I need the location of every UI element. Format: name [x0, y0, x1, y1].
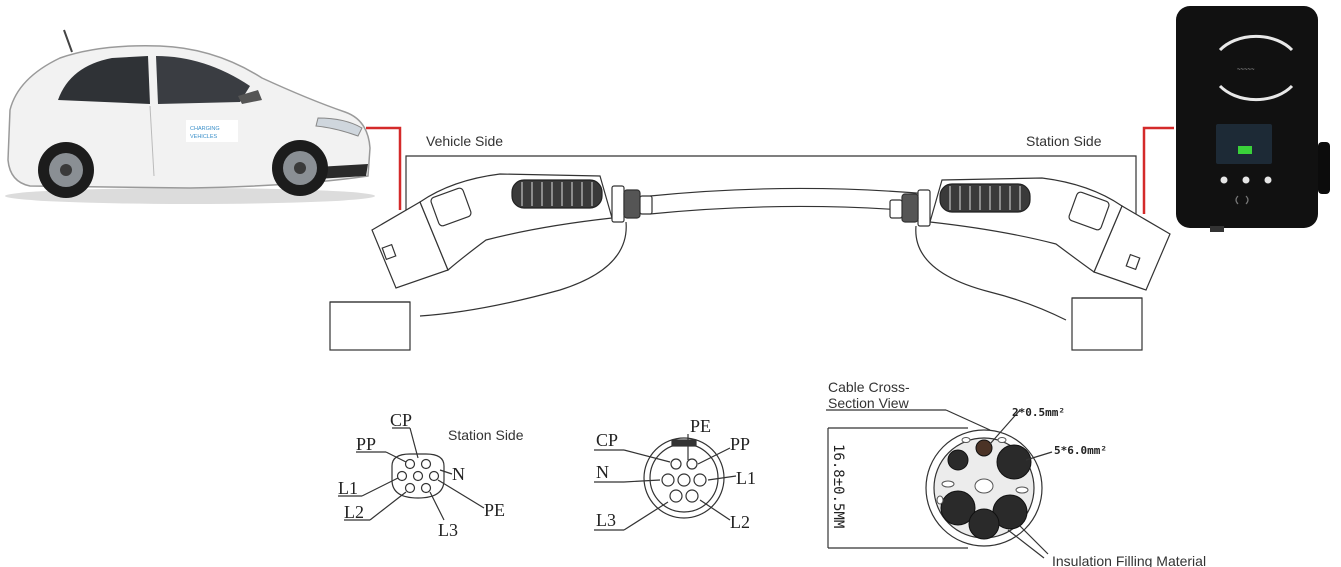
- station-side-pin-diagram: CP PP N L1 PE L2 L3 Station Side: [338, 410, 524, 540]
- station-pin-l3: L3: [438, 520, 458, 540]
- station-side-plug: [889, 177, 1171, 351]
- station-side-bottom-label: Station Side: [448, 427, 524, 443]
- station-side-top-label: Station Side: [1026, 133, 1102, 149]
- cross-section-title-line1: Cable Cross-: [828, 379, 910, 395]
- vehicle-pin-l2: L2: [730, 512, 750, 532]
- cable-cross-section-diagram: Cable Cross- Section View 2*0.5mm² 5*6.0…: [826, 379, 1206, 567]
- charging-station-image: ~~~~~: [1176, 6, 1330, 232]
- cable-assembly-drawing: [329, 155, 1171, 351]
- power-wires-spec: 5*6.0mm²: [1054, 444, 1107, 457]
- vehicle-side-pin-diagram: CP PE PP N L1 L3 L2: [594, 416, 756, 532]
- vehicle-pin-l3: L3: [596, 510, 616, 530]
- station-pin-pp: PP: [356, 434, 376, 454]
- svg-text:VEHICLES: VEHICLES: [190, 134, 218, 140]
- station-pin-n: N: [452, 464, 465, 484]
- vehicle-pin-cp: CP: [596, 430, 618, 450]
- station-pin-pe: PE: [484, 500, 505, 520]
- vehicle-pin-pe: PE: [690, 416, 711, 436]
- svg-text:~~~~~: ~~~~~: [1237, 67, 1255, 73]
- vehicle-pin-n: N: [596, 462, 609, 482]
- svg-text:CHARGING: CHARGING: [190, 126, 220, 132]
- vehicle-pin-pp: PP: [730, 434, 750, 454]
- station-pin-l2: L2: [344, 502, 364, 522]
- vehicle-side-plug: [329, 173, 653, 351]
- station-pin-l1: L1: [338, 478, 358, 498]
- vehicle-pin-l1: L1: [736, 468, 756, 488]
- signal-wires-spec: 2*0.5mm²: [1012, 406, 1065, 419]
- red-connection-lines: [366, 126, 1174, 214]
- insulation-label: Insulation Filling Material: [1052, 553, 1206, 567]
- cross-section-title-line2: Section View: [828, 395, 910, 411]
- cable-diameter-spec: 16.8±0.5MM: [830, 444, 846, 528]
- station-pin-cp: CP: [390, 410, 412, 430]
- vehicle-side-label: Vehicle Side: [426, 133, 503, 149]
- electric-car-image: CHARGING VEHICLES: [5, 29, 375, 204]
